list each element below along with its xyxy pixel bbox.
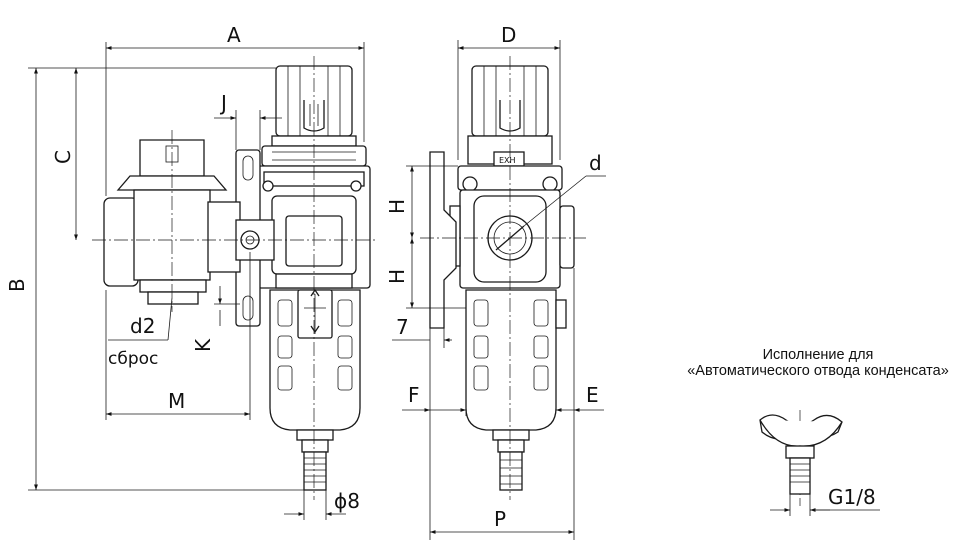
side-view: EXH xyxy=(429,65,575,491)
label-7: 7 xyxy=(396,315,409,339)
front-view xyxy=(103,65,371,491)
detail-caption: Исполнение для «Автоматического отвода к… xyxy=(668,347,968,379)
label-h-lower: H xyxy=(385,269,409,284)
label-d: D xyxy=(501,23,516,47)
label-k: K xyxy=(191,338,215,352)
label-j: J xyxy=(219,91,227,115)
label-e: E xyxy=(586,383,599,407)
caption-line2: «Автоматического отвода конденсата» xyxy=(687,363,949,379)
label-f: F xyxy=(408,383,420,407)
label-p: P xyxy=(494,507,506,531)
label-b: B xyxy=(5,278,29,292)
label-phi8: ϕ8 xyxy=(334,489,360,513)
label-h-upper: H xyxy=(385,199,409,214)
label-sbros: сброс xyxy=(108,349,158,369)
auto-drain-detail xyxy=(759,414,880,516)
label-d2: d2 xyxy=(130,314,155,338)
label-g18: G1/8 xyxy=(828,485,876,509)
exh-mark: EXH xyxy=(499,156,516,165)
label-c: C xyxy=(51,150,75,164)
label-d-port: d xyxy=(589,151,602,175)
dimension-labels: A D d B C J K M d2 сброс ϕ8 H H 7 F E P … xyxy=(5,23,876,531)
label-a: A xyxy=(227,23,241,47)
label-m: M xyxy=(168,389,185,413)
dimensions xyxy=(28,40,606,540)
caption-line1: Исполнение для xyxy=(762,347,874,363)
